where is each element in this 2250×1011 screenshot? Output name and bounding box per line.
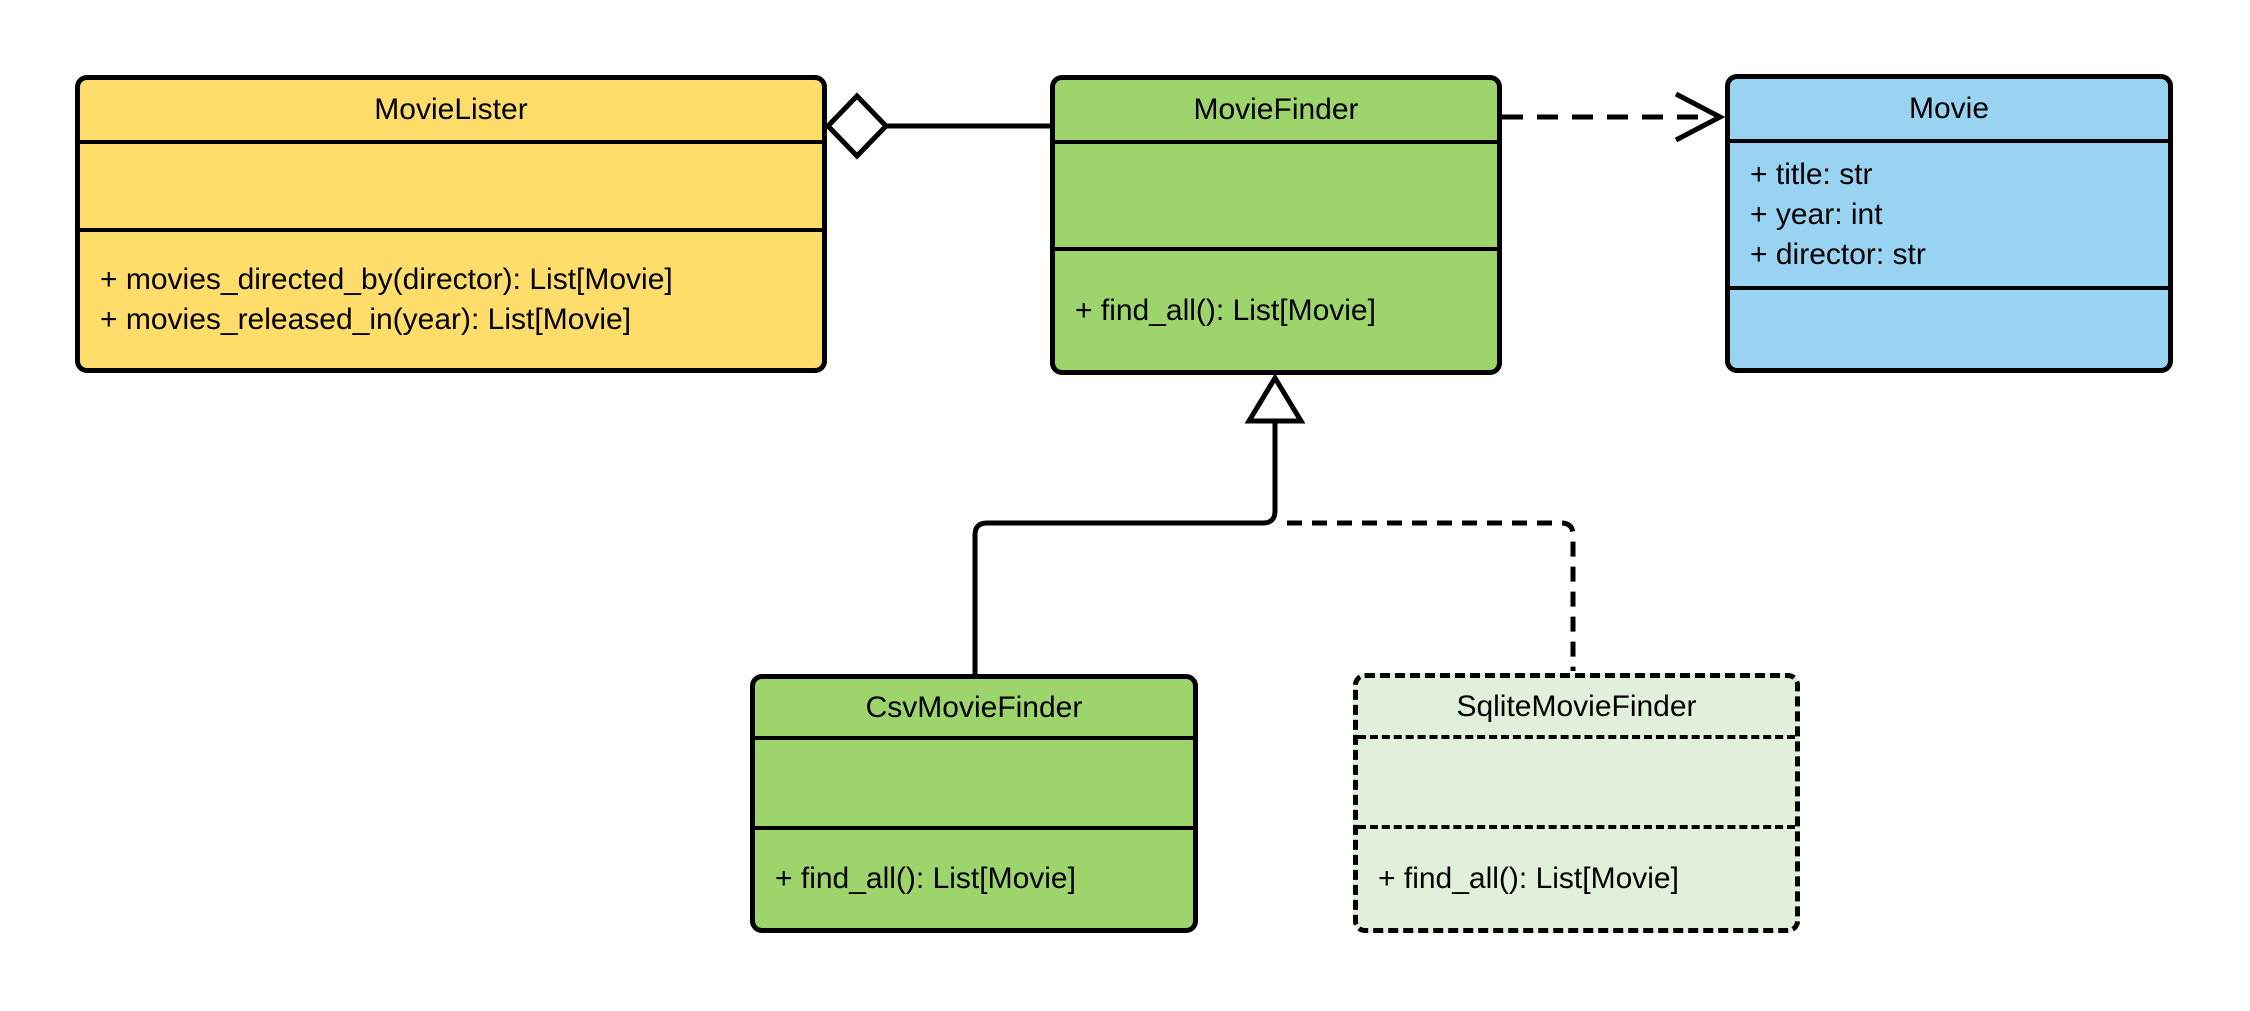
class-title-sqlitemoviefinder: SqliteMovieFinder [1358,678,1795,739]
class-method: + movies_directed_by(director): List[Mov… [100,263,673,296]
class-method: + movies_released_in(year): List[Movie] [100,303,632,336]
aggregation-diamond-icon [824,92,890,160]
class-methods-moviefinder: + find_all(): List[Movie] [1055,251,1497,370]
class-title-movie: Movie [1730,79,2168,143]
class-moviefinder: MovieFinder + find_all(): List[Movie] [1050,75,1502,375]
class-movielister: MovieLister + movies_directed_by(directo… [75,75,827,373]
generalization-connector [972,373,1576,674]
class-method: + find_all(): List[Movie] [775,862,1076,895]
generalization-line-csvmoviefinder [972,421,1278,674]
class-attributes-movielister [80,144,822,232]
class-method: + find_all(): List[Movie] [1378,861,1679,895]
class-title-csvmoviefinder: CsvMovieFinder [755,679,1193,740]
generalization-line-sqlitemoviefinder [1287,520,1576,671]
class-methods-sqlitemoviefinder: + find_all(): List[Movie] [1358,829,1795,928]
class-attribute: + year: int [1750,197,1883,231]
class-method: + find_all(): List[Movie] [1075,293,1376,327]
aggregation-movielister-moviefinder [824,92,1050,160]
generalization-triangle-icon [1244,373,1306,424]
class-methods-movie [1730,290,2168,368]
dependency-open-arrow-icon [1674,91,1726,143]
class-attributes-sqlitemoviefinder [1358,739,1795,829]
class-csvmoviefinder: CsvMovieFinder + find_all(): List[Movie] [750,674,1198,933]
class-methods-movielister: + movies_directed_by(director): List[Mov… [80,232,822,368]
class-title-movielister: MovieLister [80,80,822,144]
class-sqlitemoviefinder: SqliteMovieFinder + find_all(): List[Mov… [1353,673,1800,933]
class-attribute: + title: str [1750,157,1873,191]
class-title-moviefinder: MovieFinder [1055,80,1497,144]
class-attributes-moviefinder [1055,144,1497,251]
class-movie: Movie + title: str + year: int + directo… [1725,74,2173,373]
class-methods-csvmoviefinder: + find_all(): List[Movie] [755,830,1193,928]
dependency-moviefinder-movie [1502,91,1726,143]
class-attribute: + director: str [1750,237,1926,271]
class-attributes-movie: + title: str + year: int + director: str [1730,143,2168,290]
class-attributes-csvmoviefinder [755,740,1193,830]
